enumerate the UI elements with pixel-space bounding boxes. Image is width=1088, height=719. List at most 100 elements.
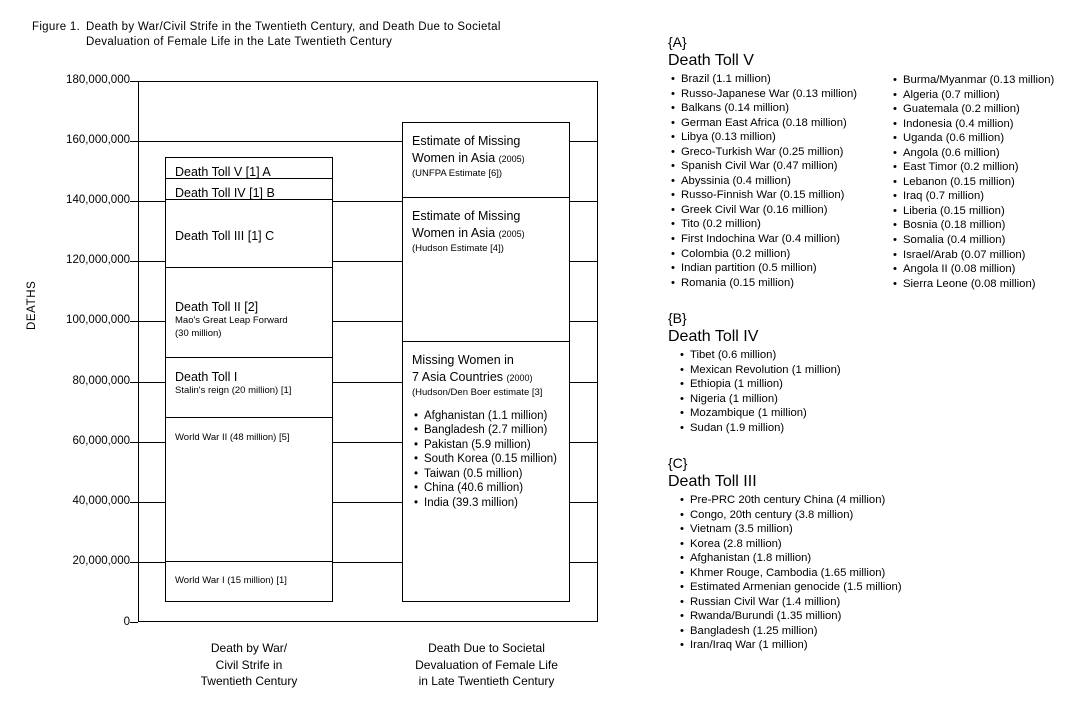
segment-label: World War II (48 million) [5]: [175, 432, 290, 443]
bar1-segment-death-toll-i[interactable]: Death Toll I Stalin's reign (20 million)…: [165, 357, 333, 418]
y-axis-labels: 180,000,000 160,000,000 140,000,000 120,…: [24, 0, 130, 719]
list-item: Indonesia (0.4 million): [893, 117, 1054, 132]
x-cat2-line2: Devaluation of Female Life: [415, 657, 558, 672]
bar1-segment-world-war-i[interactable]: World War I (15 million) [1]: [165, 561, 333, 602]
list-item: Korea (2.8 million): [680, 537, 1088, 552]
section-b-list: Tibet (0.6 million) Mexican Revolution (…: [668, 348, 1088, 435]
list-item: Pre-PRC 20th century China (4 million): [680, 493, 1088, 508]
legend-panel: {A} Death Toll V Brazil (1.1 million) Ru…: [668, 0, 1088, 719]
bar1-segment-death-toll-iv[interactable]: Death Toll IV [1] B: [165, 178, 333, 200]
segment-label-line1: Missing Women in: [412, 353, 514, 367]
x-axis-category-1: Death by War/ Civil Strife in Twentieth …: [159, 640, 339, 690]
y-tick-label: 0: [123, 616, 130, 628]
list-item: Vietnam (3.5 million): [680, 522, 1088, 537]
y-tick-label: 120,000,000: [66, 254, 130, 266]
section-b-brace: {B}: [668, 310, 687, 326]
gridline: [138, 201, 598, 202]
figure-caption: Figure 1.Death by War/Civil Strife in th…: [32, 20, 632, 50]
list-item: Algeria (0.7 million): [893, 88, 1054, 103]
gridline: [138, 141, 598, 142]
list-item: Sierra Leone (0.08 million): [893, 277, 1054, 292]
gridline: [138, 562, 598, 563]
y-tick-label: 100,000,000: [66, 314, 130, 326]
x-cat1-line3: Twentieth Century: [200, 674, 298, 688]
list-item: Liberia (0.15 million): [893, 204, 1054, 219]
y-axis-tick: [130, 81, 138, 82]
list-item: Tibet (0.6 million): [680, 348, 1088, 363]
list-item: Mozambique (1 million): [680, 406, 1088, 421]
list-item: Russo-Japanese War (0.13 million): [671, 87, 1088, 102]
gridline: [138, 382, 598, 383]
list-item: Guatemala (0.2 million): [893, 102, 1054, 117]
section-c-list: Pre-PRC 20th century China (4 million) C…: [668, 493, 1088, 653]
bar1-segment-death-toll-v[interactable]: Death Toll V [1] A: [165, 157, 333, 179]
segment-country-list: Afghanistan (1.1 million) Bangladesh (2.…: [412, 409, 560, 511]
section-a-heading: Death Toll V: [668, 52, 754, 69]
segment-label-line1: Estimate of Missing: [412, 134, 521, 148]
segment-label: Death Toll V [1] A: [175, 165, 271, 179]
list-item: South Korea (0.15 million): [414, 452, 560, 467]
list-item: Congo, 20th century (3.8 million): [680, 508, 1088, 523]
list-item: Russo-Finnish War (0.15 million): [671, 188, 1088, 203]
segment-label: Death Toll II [2]: [175, 300, 259, 314]
figure-title-line2: Devaluation of Female Life in the Late T…: [86, 36, 393, 48]
bar1-segment-world-war-ii[interactable]: World War II (48 million) [5]: [165, 417, 333, 562]
list-item: Angola (0.6 million): [893, 146, 1054, 161]
section-c-brace: {C}: [668, 455, 688, 471]
bar-death-by-war[interactable]: Death Toll V [1] A Death Toll IV [1] B D…: [165, 81, 333, 622]
list-item: Afghanistan (1.8 million): [680, 551, 1088, 566]
segment-label: Death Toll IV [1] B: [175, 186, 275, 200]
y-axis-tick: [130, 321, 138, 322]
gridline: [138, 502, 598, 503]
section-b: {B} Death Toll IV Tibet (0.6 million) Me…: [668, 310, 1088, 435]
bar2-segment-unfpa-estimate[interactable]: Estimate of Missing Women in Asia (2005)…: [402, 122, 570, 198]
bar1-segment-death-toll-ii[interactable]: Death Toll II [2] Mao's Great Leap Forwa…: [165, 267, 333, 358]
bar2-segment-missing-women-7-countries[interactable]: Missing Women in 7 Asia Countries (2000)…: [402, 341, 570, 602]
list-item: Mexican Revolution (1 million): [680, 363, 1088, 378]
list-item: Sudan (1.9 million): [680, 421, 1088, 436]
list-item: Brazil (1.1 million): [671, 72, 1088, 87]
list-item: Indian partition (0.5 million): [671, 261, 1088, 276]
list-item: Greco-Turkish War (0.25 million): [671, 145, 1088, 160]
list-item: Israel/Arab (0.07 million): [893, 248, 1054, 263]
x-axis-category-2: Death Due to Societal Devaluation of Fem…: [379, 640, 594, 690]
list-item: Tito (0.2 million): [671, 217, 1088, 232]
segment-source: (UNFPA Estimate [6]): [412, 168, 503, 179]
section-c: {C} Death Toll III Pre-PRC 20th century …: [668, 455, 1088, 653]
y-tick-label: 160,000,000: [66, 134, 130, 146]
figure-label: Figure 1.: [32, 21, 81, 33]
list-item: Iran/Iraq War (1 million): [680, 638, 1088, 653]
segment-source: (Hudson Estimate [4]): [412, 243, 504, 254]
list-item: Romania (0.15 million): [671, 276, 1088, 291]
y-axis-tick: [130, 442, 138, 443]
bar1-segment-death-toll-iii[interactable]: Death Toll III [1] C: [165, 199, 333, 268]
y-tick-label: 20,000,000: [72, 555, 130, 567]
list-item: Estimated Armenian genocide (1.5 million…: [680, 580, 1088, 595]
segment-year: (2005): [498, 154, 525, 164]
segment-label-line2: 7 Asia Countries: [412, 370, 504, 384]
gridline: [138, 442, 598, 443]
list-item: Angola II (0.08 million): [893, 262, 1054, 277]
y-tick-label: 80,000,000: [72, 375, 130, 387]
list-item: Libya (0.13 million): [671, 130, 1088, 145]
list-item: Bangladesh (2.7 million): [414, 423, 560, 438]
list-item: Taiwan (0.5 million): [414, 467, 560, 482]
y-axis-tick: [130, 141, 138, 142]
stacked-bar-chart: DEATHS 180,000,000 160,000,000 140,000,0…: [0, 0, 640, 719]
list-item: Bangladesh (1.25 million): [680, 624, 1088, 639]
x-cat1-line2: Civil Strife in: [215, 657, 283, 672]
bar-death-societal-devaluation[interactable]: Estimate of Missing Women in Asia (2005)…: [402, 81, 570, 622]
list-item: Pakistan (5.9 million): [414, 438, 560, 453]
section-a: {A} Death Toll V Brazil (1.1 million) Ru…: [668, 34, 1088, 292]
segment-sublabel: Mao's Great Leap Forward: [175, 315, 288, 326]
section-a-col1: Brazil (1.1 million) Russo-Japanese War …: [668, 72, 1088, 290]
section-b-heading: Death Toll IV: [668, 328, 759, 345]
list-item: Afghanistan (1.1 million): [414, 409, 560, 424]
gridline: [138, 261, 598, 262]
list-item: India (39.3 million): [414, 496, 560, 511]
y-axis-tick: [130, 382, 138, 383]
list-item: Ethiopia (1 million): [680, 377, 1088, 392]
list-item: Lebanon (0.15 million): [893, 175, 1054, 190]
bar2-segment-hudson-estimate[interactable]: Estimate of Missing Women in Asia (2005)…: [402, 197, 570, 342]
list-item: Khmer Rouge, Cambodia (1.65 million): [680, 566, 1088, 581]
